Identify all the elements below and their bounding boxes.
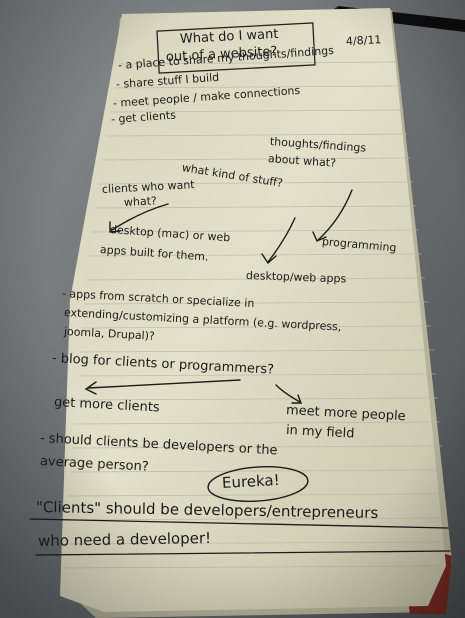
eureka: Eureka! [221, 470, 281, 492]
conclusion-line-2: who need a developer! [37, 528, 212, 550]
date: 4/8/11 [345, 33, 382, 48]
clients-want-line-2: what? [123, 194, 158, 209]
meet-more-line-2: in my field [285, 423, 355, 442]
desktop-web-apps: desktop/web apps [245, 269, 347, 286]
